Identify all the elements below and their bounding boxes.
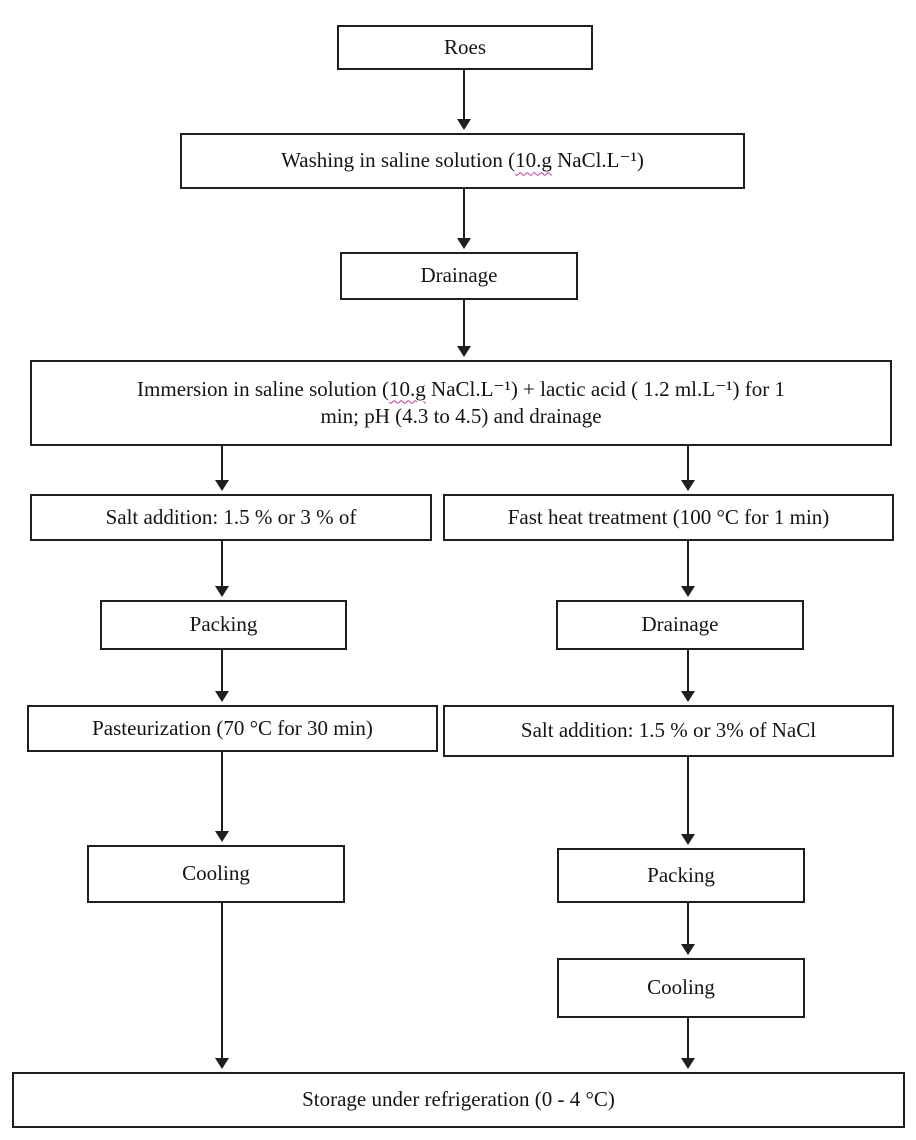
arrow-coolingleft-storage bbox=[215, 903, 229, 1069]
label-part: Immersion in saline solution ( bbox=[137, 376, 390, 401]
node-label: Fast heat treatment (100 °C for 1 min) bbox=[507, 504, 830, 529]
node-label: Packing bbox=[647, 862, 715, 887]
node-salt-addition-left: Salt addition: 1.5 % or 3 % of bbox=[30, 494, 432, 541]
node-drainage-2: Drainage bbox=[556, 600, 804, 650]
label-part: Washing in saline solution ( bbox=[281, 148, 516, 173]
node-label: Salt addition: 1.5 % or 3% of NaCl bbox=[520, 718, 817, 743]
arrow-pasteurization-coolingleft bbox=[215, 752, 229, 842]
label-part: NaCl.L⁻¹) + lactic acid ( 1.2 ml.L⁻¹) fo… bbox=[425, 376, 785, 401]
arrow-drainage2-saltright bbox=[681, 650, 695, 702]
label-part: min; pH (4.3 to 4.5) and drainage bbox=[320, 404, 602, 428]
node-label: Cooling bbox=[182, 861, 250, 886]
node-fast-heat-treatment: Fast heat treatment (100 °C for 1 min) bbox=[443, 494, 894, 541]
node-roes: Roes bbox=[337, 25, 593, 70]
arrow-coolingright-storage bbox=[681, 1018, 695, 1069]
node-label: Salt addition: 1.5 % or 3 % of bbox=[105, 504, 357, 529]
grammar-flagged-text: 10.g bbox=[389, 376, 426, 401]
node-label: Washing in saline solution (10.g NaCl.L⁻… bbox=[281, 147, 644, 174]
arrow-fastheat-drainage2 bbox=[681, 541, 695, 597]
arrow-packingleft-pasteurization bbox=[215, 650, 229, 702]
arrow-drainage1-immersion bbox=[457, 300, 471, 357]
node-label: Packing bbox=[189, 612, 258, 637]
grammar-flagged-text: 10.g bbox=[515, 148, 552, 173]
node-packing-left: Packing bbox=[100, 600, 347, 650]
arrow-washing-drainage1 bbox=[457, 189, 471, 249]
node-washing: Washing in saline solution (10.g NaCl.L⁻… bbox=[180, 133, 745, 189]
node-label: Drainage bbox=[641, 612, 719, 637]
arrow-packingright-coolingright bbox=[681, 903, 695, 955]
node-label: Drainage bbox=[420, 263, 498, 288]
node-storage: Storage under refrigeration (0 - 4 °C) bbox=[12, 1072, 905, 1128]
arrow-saltright-packingright bbox=[681, 757, 695, 845]
node-pasteurization: Pasteurization (70 °C for 30 min) bbox=[27, 705, 438, 752]
node-salt-addition-right: Salt addition: 1.5 % or 3% of NaCl bbox=[443, 705, 894, 757]
node-packing-right: Packing bbox=[557, 848, 805, 903]
node-label: Cooling bbox=[647, 975, 715, 1000]
node-drainage-1: Drainage bbox=[340, 252, 578, 300]
arrow-immersion-fastheat bbox=[681, 446, 695, 491]
node-label: Storage under refrigeration (0 - 4 °C) bbox=[302, 1087, 615, 1112]
node-label: Roes bbox=[444, 34, 486, 59]
node-label: Immersion in saline solution (10.g NaCl.… bbox=[137, 376, 785, 431]
label-part: NaCl.L⁻¹) bbox=[551, 148, 644, 173]
node-cooling-right: Cooling bbox=[557, 958, 805, 1018]
arrow-saltleft-packingleft bbox=[215, 541, 229, 597]
arrow-immersion-saltleft bbox=[215, 446, 229, 491]
arrow-roes-washing bbox=[457, 70, 471, 130]
node-label: Pasteurization (70 °C for 30 min) bbox=[92, 715, 373, 740]
node-immersion: Immersion in saline solution (10.g NaCl.… bbox=[30, 360, 892, 446]
node-cooling-left: Cooling bbox=[87, 845, 345, 903]
